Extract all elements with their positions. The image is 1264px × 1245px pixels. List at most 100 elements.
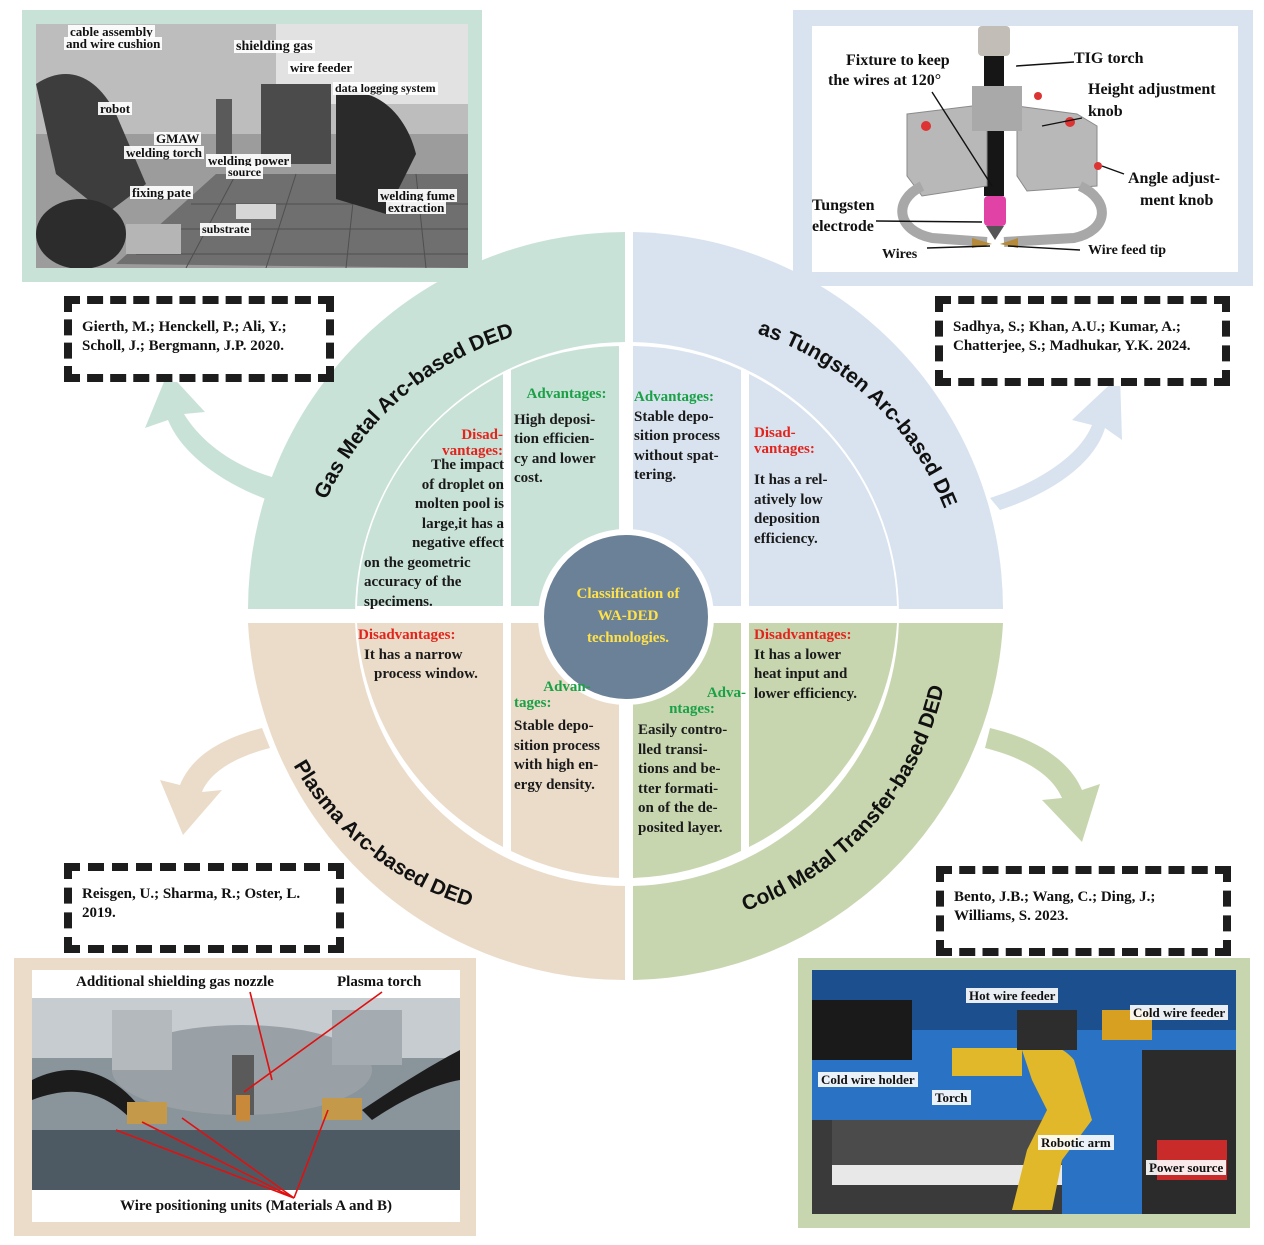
center-title-line-3: technologies. [586,630,670,646]
cmt-adv-line: on of the de- [638,800,718,816]
cmt-adv-line: Easily contro- [638,722,728,738]
gtaw-advantages: Advantages: Stable depo- sition process … [634,388,744,486]
gtaw-adv-line: tering. [634,467,677,483]
gtaw-label-angle-adjust: Angle adjust- [1128,170,1221,187]
gmaw-dis-line: large,it has a [421,515,504,532]
cmt-disadvantages: Disadvantages: It has a lower heat input… [754,626,894,704]
plasma-adv-line: sition process [514,737,600,754]
reference-line: 2019. [82,905,116,921]
gtaw-advantages-heading: Advantages: [634,389,715,405]
gtaw-fixture-illustration [875,26,1125,251]
gmaw-disadvantages-heading: Disad- [461,427,503,443]
gmaw-adv-line: cy and lower [514,450,596,467]
cmt-adv-line: posited layer. [638,819,723,836]
gmaw-adv-line: tion efficien- [514,431,595,447]
reference-gtaw: Sadhya, S.; Khan, A.U.; Kumar, A.; Chatt… [935,296,1230,386]
plasma-advantages-heading: Advan- [543,679,591,695]
gtaw-label-wires: Wires [882,247,918,262]
plasma-dis-line: It has a narrow [364,646,463,663]
gtaw-disadvantages-heading: Disad- [754,425,796,441]
gmaw-label-gmaw: GMAW [154,131,202,146]
cmt-label-torch: Torch [932,1090,971,1105]
reference-line: Williams, S. 2023. [954,908,1069,924]
gmaw-photo: cable assembly and wire cushion shieldin… [36,24,468,268]
gmaw-label-robot: robot [98,101,133,116]
cmt-label-cold-wire-holder: Cold wire holder [818,1072,918,1087]
reference-line: Chatterjee, S.; Madhukar, Y.K. 2024. [953,338,1191,354]
gtaw-adv-line: sition process [634,428,720,444]
gmaw-dis-line: molten pool is [414,496,504,512]
reference-line: Scholl, J.; Bergmann, J.P. 2020. [82,338,284,354]
plasma-disadvantages: Disadvantages: It has a narrow process w… [358,626,508,685]
reference-gmaw: Gierth, M.; Henckell, P.; Ali, Y.; Schol… [64,296,334,382]
plasma-scene-illustration [32,991,460,1199]
gmaw-disadvantages: Disad- vantages: [358,426,503,461]
plasma-advantages: Advan- tages: Stable depo- sition proces… [514,678,620,795]
reference-plasma: Reisgen, U.; Sharma, R.; Oster, L. 2019. [64,863,344,953]
gtaw-dis-line: deposition [754,511,820,527]
gtaw-label-tig-torch: TIG torch [1074,50,1144,67]
reference-line: Sadhya, S.; Khan, A.U.; Kumar, A.; [953,319,1181,335]
cmt-label-power-source: Power source [1146,1160,1227,1175]
plasma-adv-line: with high en- [514,757,599,773]
gtaw-disadvantages: Disad- vantages: It has a rel- atively l… [754,424,894,549]
gtaw-label-tungsten: Tungsten [812,197,875,214]
cmt-advantages-heading: Adva- [706,685,746,701]
inner-plasma-left [357,623,503,847]
reference-line: Gierth, M.; Henckell, P.; Ali, Y.; [82,319,287,335]
gmaw-dis-line: accuracy of the [364,574,462,590]
plasma-adv-line: ergy density. [514,776,595,793]
gmaw-dis-line: specimens. [364,593,433,610]
arrow-gmaw [145,372,275,500]
gtaw-disadvantages-heading-2: vantages: [754,440,815,457]
gmaw-dis-line: on the geometric [364,554,471,571]
gmaw-disadvantages-body: The impact of droplet on molten pool is … [362,456,504,612]
cmt-adv-line: tter formati- [638,780,719,797]
gtaw-label-ment-knob: ment knob [1140,192,1214,209]
plasma-adv-line: Stable depo- [514,718,594,734]
reference-line: Reisgen, U.; Sharma, R.; Oster, L. [82,886,301,902]
gmaw-label-welding-torch: welding torch [124,145,204,160]
gmaw-scene-illustration [36,24,468,268]
cmt-disadvantages-heading: Disadvantages: [754,627,852,643]
cmt-label-hot-wire-feeder: Hot wire feeder [966,988,1059,1003]
cmt-dis-line: lower efficiency. [754,685,858,702]
gmaw-label-data-logging: data logging system [333,81,438,95]
gtaw-label-electrode: electrode [812,218,874,235]
gmaw-label-welding-power: welding power [206,153,292,168]
gmaw-label-extraction: extraction [386,200,447,215]
reference-line: Bento, J.B.; Wang, C.; Ding, J.; [954,889,1156,905]
gtaw-label-height-adjustment: Height adjustment [1088,81,1216,98]
gtaw-label-knob: knob [1088,103,1123,120]
cmt-label-robotic-arm: Robotic arm [1038,1135,1114,1150]
gtaw-dis-line: efficiency. [754,530,818,547]
cmt-label-cold-wire-feeder: Cold wire feeder [1130,1005,1229,1020]
plasma-label-plasma-torch: Plasma torch [337,974,422,990]
center-title: Classification of WA-DED technologies. [540,583,716,649]
plasma-label-wire-positioning-units: Wire positioning units (Materials A and … [120,1198,392,1214]
cmt-adv-line: lled transi- [638,741,708,758]
gtaw-dis-line: atively low [754,491,823,508]
gtaw-dis-line: It has a rel- [754,472,828,488]
cmt-dis-line: It has a lower [754,646,842,663]
gmaw-label-substrate: substrate [200,222,252,236]
plasma-disadvantages-heading: Disadvantages: [358,627,456,643]
gtaw-label-wires-120: the wires at 120° [828,72,942,89]
gmaw-label-fixing-pate: fixing pate [130,185,193,200]
gtaw-photo: Fixture to keep the wires at 120° TIG to… [812,26,1238,272]
inner-gmaw-left [357,374,503,606]
plasma-dis-line: process window. [374,666,478,682]
gtaw-adv-line: Stable depo- [634,408,714,425]
arrow-cmt [985,728,1100,842]
inner-gtaw-right [749,374,897,606]
gmaw-label-source: source [226,165,264,179]
gmaw-label-cable-assembly: cable assembly [68,24,155,39]
plasma-label-shielding-gas-nozzle: Additional shielding gas nozzle [76,974,274,990]
plasma-advantages-heading-2: tages: [514,694,552,711]
gmaw-label-wire-cushion: and wire cushion [64,36,163,51]
cmt-photo: Hot wire feeder Cold wire feeder Cold wi… [812,970,1236,1214]
gmaw-dis-line: The impact [431,457,504,473]
gmaw-advantages-heading: Advantages: [526,386,607,402]
cmt-advantages: Adva- ntages: Easily contro- lled transi… [638,684,746,838]
